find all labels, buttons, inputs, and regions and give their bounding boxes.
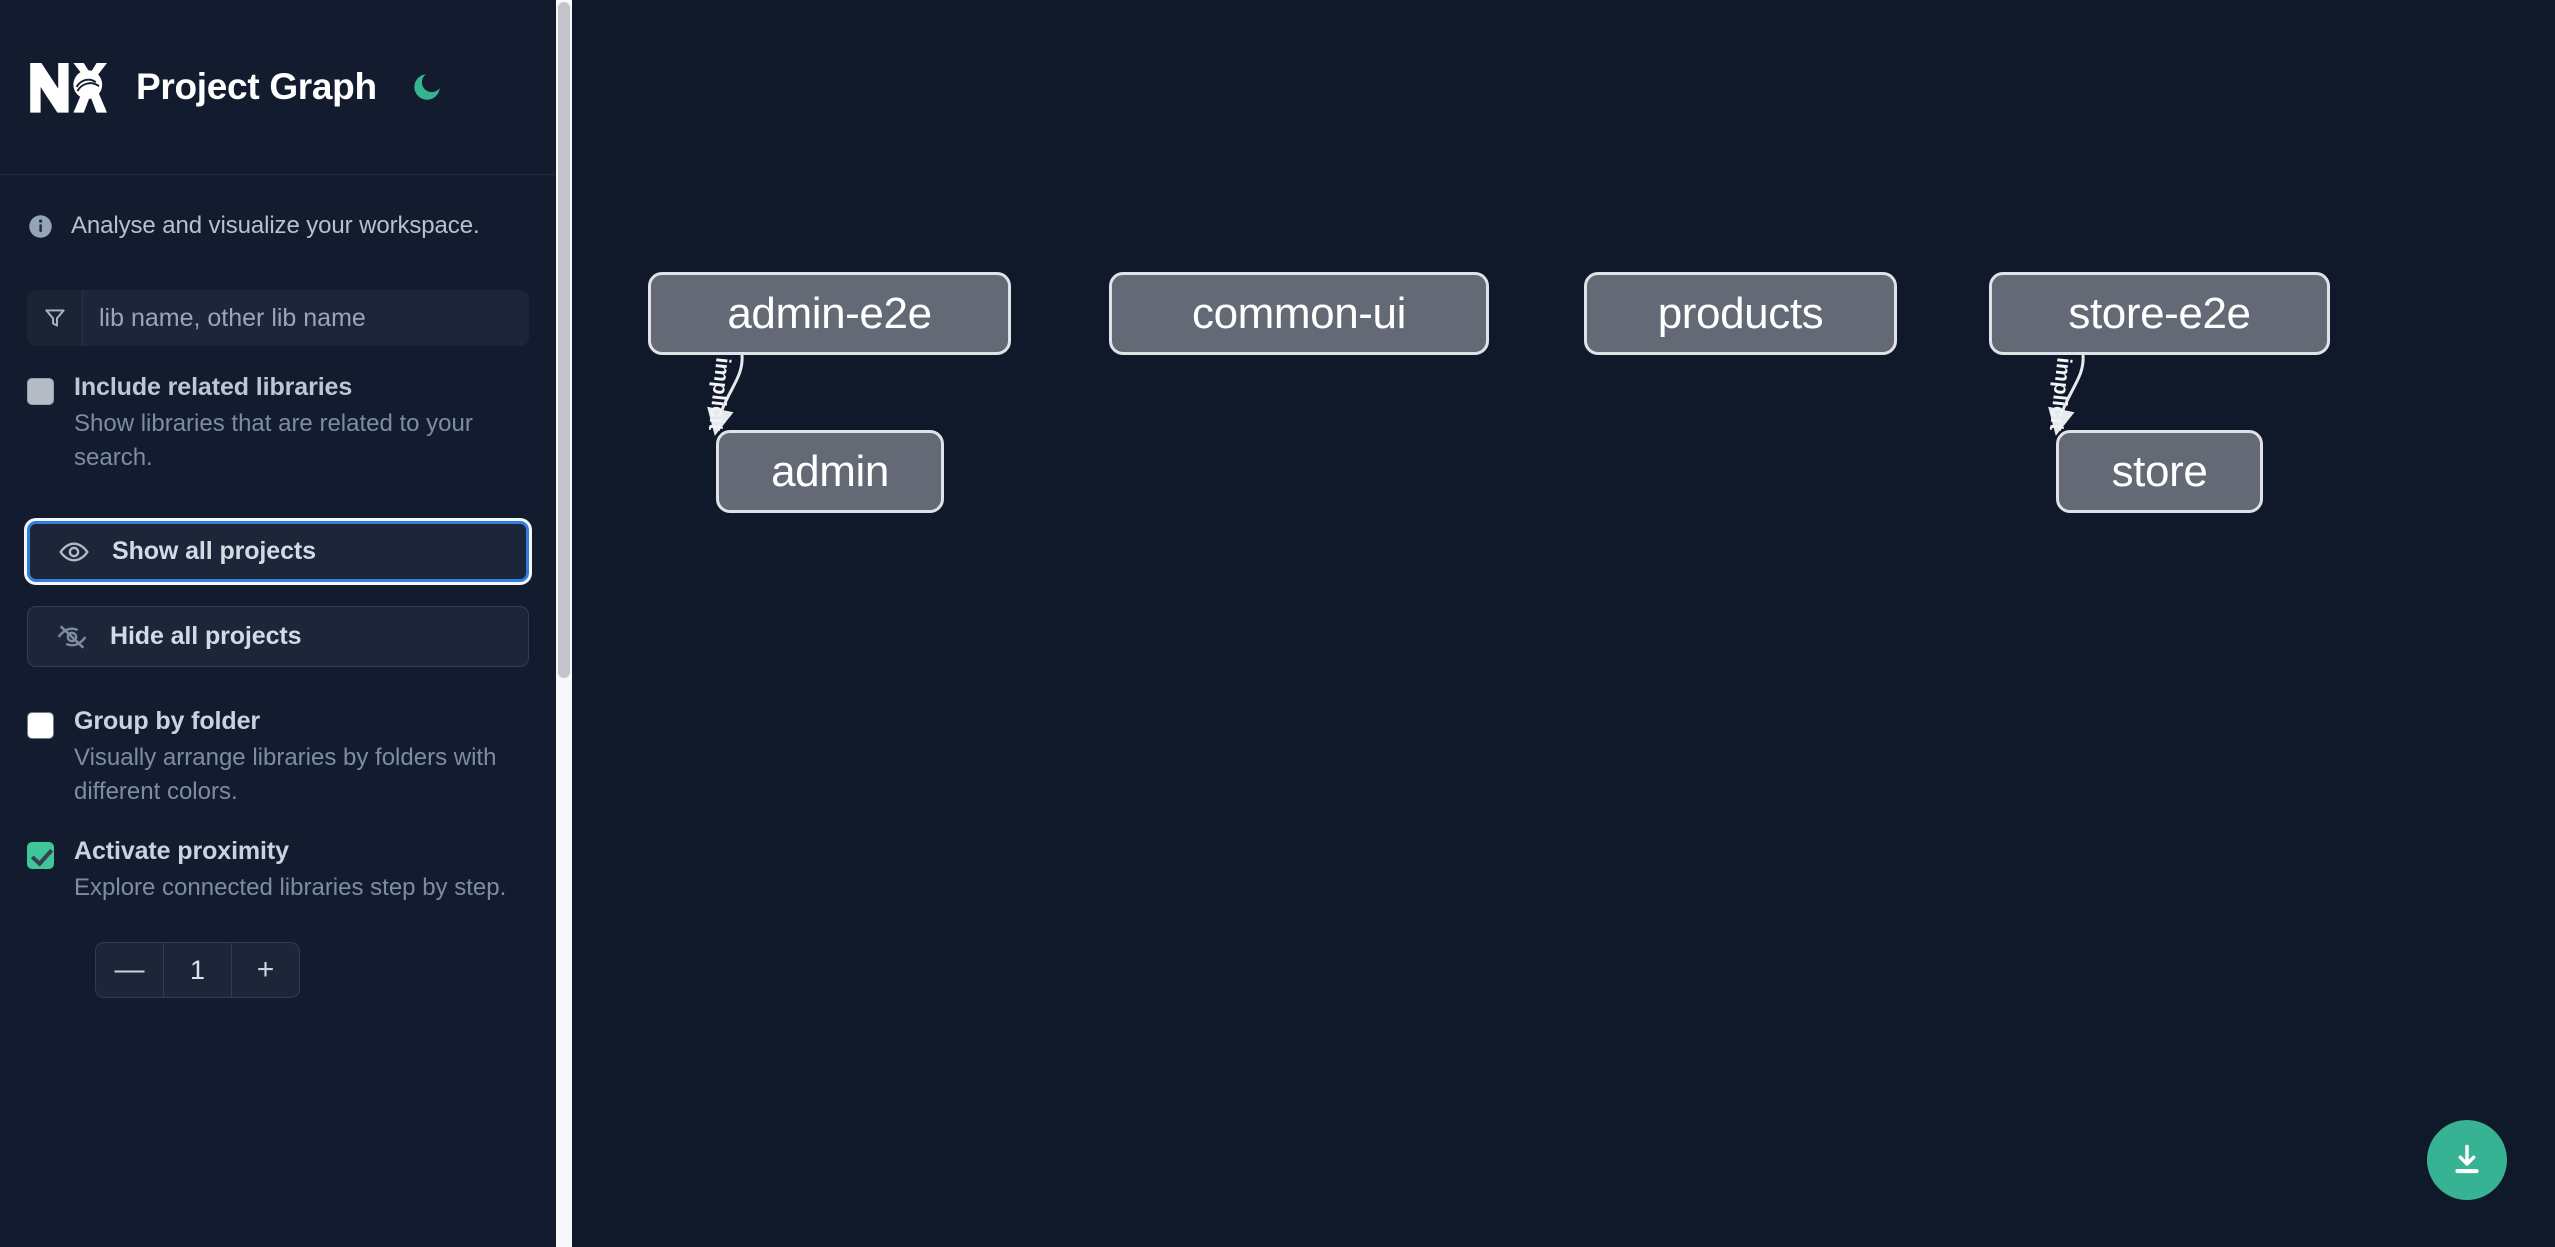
- sidebar-scrollbar-thumb[interactable]: [558, 2, 570, 678]
- button-label: Hide all projects: [110, 622, 302, 651]
- sidebar-body: Analyse and visualize your workspace. In…: [0, 212, 556, 999]
- visibility-button-group: Show all projects Hide all projects: [27, 521, 529, 668]
- hide-all-projects-button[interactable]: Hide all projects: [27, 606, 529, 668]
- option-group-by-folder[interactable]: Group by folder Visually arrange librari…: [27, 707, 529, 809]
- option-description: Explore connected libraries step by step…: [74, 874, 507, 902]
- search-input[interactable]: [83, 290, 529, 346]
- filter-row: [27, 290, 529, 346]
- option-description: Show libraries that are related to your …: [74, 410, 473, 472]
- graph-node-store-e2e[interactable]: store-e2e: [1989, 272, 2330, 355]
- option-include-related-libraries[interactable]: Include related libraries Show libraries…: [27, 373, 529, 475]
- edge-label-implicit: implicit: [703, 356, 735, 432]
- checkbox-include-related-libraries[interactable]: [27, 378, 54, 405]
- decrement-button[interactable]: —: [96, 943, 164, 998]
- tagline: Analyse and visualize your workspace.: [27, 212, 529, 240]
- button-label: Show all projects: [112, 537, 316, 566]
- graph-node-admin-e2e[interactable]: admin-e2e: [648, 272, 1011, 355]
- stepper-value: 1: [164, 943, 231, 998]
- graph-node-admin[interactable]: admin: [716, 430, 944, 513]
- graph-node-store[interactable]: store: [2056, 430, 2263, 513]
- option-activate-proximity[interactable]: Activate proximity Explore connected lib…: [27, 837, 529, 905]
- sidebar-scrollbar-track[interactable]: [556, 0, 572, 1247]
- nx-logo-icon: [27, 57, 107, 117]
- checkbox-group-by-folder[interactable]: [27, 712, 54, 740]
- option-label: Activate proximity: [74, 837, 289, 866]
- sidebar: Project Graph Analyse and visualize your…: [0, 0, 556, 1247]
- option-description: Visually arrange libraries by folders wi…: [74, 744, 497, 806]
- graph-node-common-ui[interactable]: common-ui: [1109, 272, 1489, 355]
- graph-edges: [707, 354, 2085, 436]
- increment-button[interactable]: +: [231, 943, 299, 998]
- eye-off-icon: [56, 621, 88, 653]
- download-button[interactable]: [2427, 1120, 2507, 1200]
- option-label: Include related libraries: [74, 373, 353, 401]
- edge-label-implicit: implicit: [2044, 356, 2076, 432]
- eye-icon: [58, 536, 90, 568]
- checkbox-activate-proximity[interactable]: [27, 842, 54, 870]
- info-icon: [27, 213, 54, 240]
- graph-node-products[interactable]: products: [1584, 272, 1897, 355]
- sidebar-header: Project Graph: [0, 0, 556, 175]
- tagline-text: Analyse and visualize your workspace.: [71, 212, 480, 239]
- graph-canvas[interactable]: admin-e2e common-ui products store-e2e a…: [556, 0, 2555, 1247]
- funnel-icon: [27, 290, 83, 346]
- show-all-projects-button[interactable]: Show all projects: [27, 521, 529, 583]
- proximity-stepper: — 1 +: [95, 942, 300, 999]
- moon-icon[interactable]: [407, 67, 447, 107]
- page-title: Project Graph: [136, 66, 377, 107]
- option-label: Group by folder: [74, 707, 261, 736]
